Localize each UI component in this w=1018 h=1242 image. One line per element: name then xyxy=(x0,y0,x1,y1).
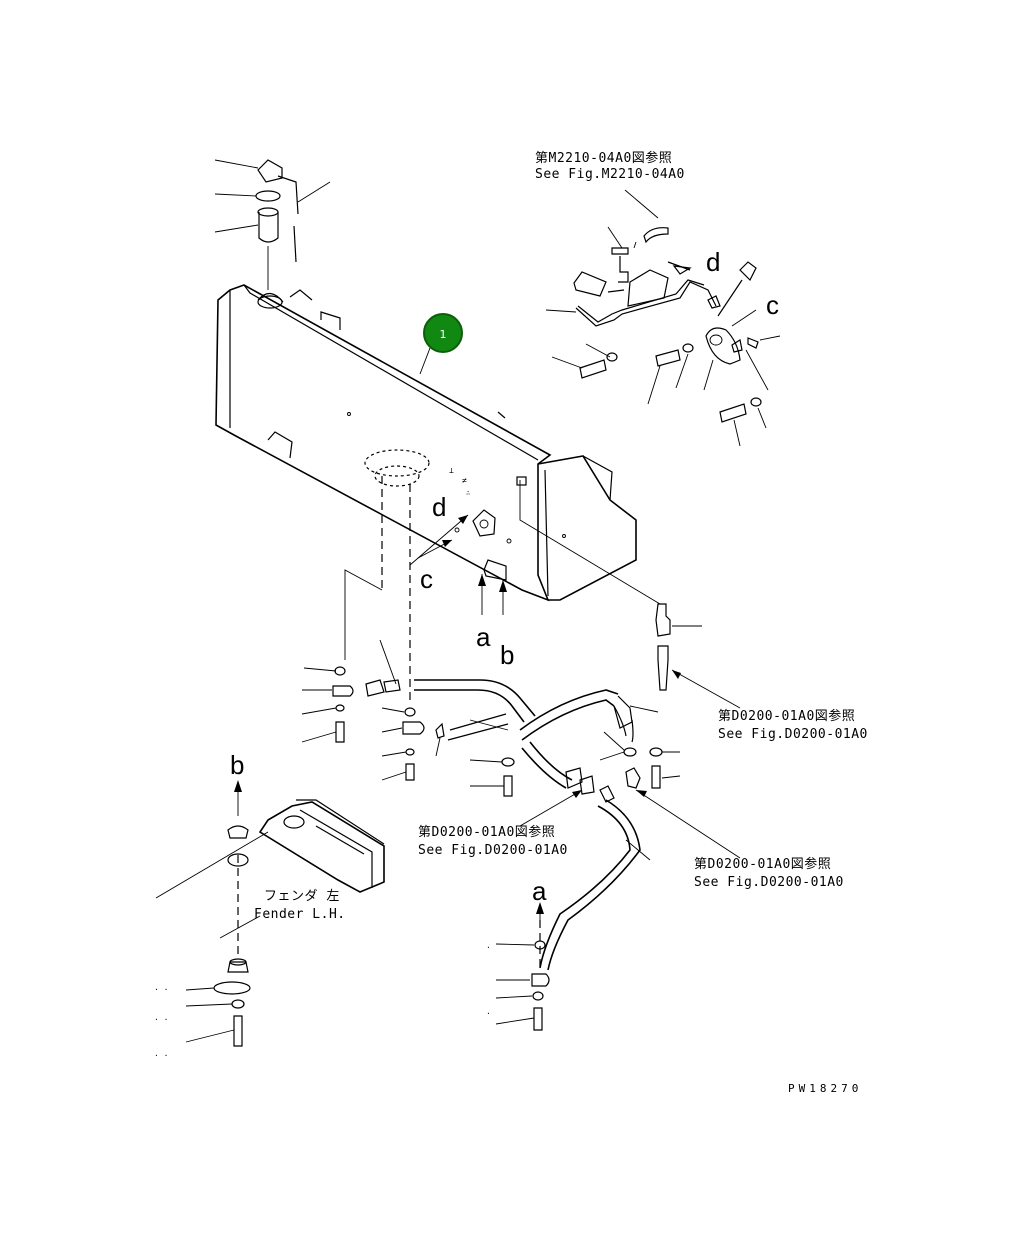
marker-a-tank: a xyxy=(476,622,491,652)
fender-label-ja: フェンダ 左 xyxy=(264,889,340,904)
callout-label: 1 xyxy=(440,328,447,341)
level-gauge-assembly: 第M2210-04A0図参照 See Fig.M2210-04A0 xyxy=(535,150,781,447)
marker-b-fender: b xyxy=(230,750,244,780)
ref-d0200-right-ja: 第D0200-01A0図参照 xyxy=(718,708,855,724)
marker-c-top: c xyxy=(766,290,779,320)
reference-labels: 第D0200-01A0図参照 See Fig.D0200-01A0 第D0200… xyxy=(418,708,868,890)
marker-c-tank: c xyxy=(420,564,433,594)
svg-text:. .: . . xyxy=(154,1013,168,1022)
fender-lh: フェンダ 左 Fender L.H. b . . . . . . xyxy=(154,750,385,1058)
marker-a-lower: a xyxy=(532,876,547,906)
fender-label-en: Fender L.H. xyxy=(254,907,346,922)
ref-d0200-right-en: See Fig.D0200-01A0 xyxy=(718,727,868,742)
direction-markers-cd: d c a b xyxy=(409,492,514,670)
drawing-number: PW18270 xyxy=(788,1082,862,1095)
fuel-hose-assembly xyxy=(301,603,741,971)
ref-d0200-center-en: See Fig.D0200-01A0 xyxy=(418,843,568,858)
svg-text:. .: . . xyxy=(154,983,168,992)
marker-b-tank: b xyxy=(500,640,514,670)
svg-text:⊥: ⊥ xyxy=(449,466,454,475)
svg-text:.: . xyxy=(486,941,491,950)
marker-d-tank: d xyxy=(432,492,446,522)
svg-text:.: . xyxy=(486,1007,491,1016)
ref-d0200-lower-en: See Fig.D0200-01A0 xyxy=(694,875,844,890)
svg-text:. .: . . xyxy=(154,1049,168,1058)
lower-connection-a: a . . xyxy=(486,876,550,1031)
ref-m2210-en: See Fig.M2210-04A0 xyxy=(535,167,685,182)
svg-text:≠: ≠ xyxy=(462,476,467,485)
svg-text:∴: ∴ xyxy=(466,489,470,497)
callout-bubble-icon[interactable]: 1 xyxy=(419,313,463,375)
marker-d-top: d xyxy=(706,247,720,277)
center-lines xyxy=(237,476,661,970)
ref-m2210-ja: 第M2210-04A0図参照 xyxy=(535,150,672,166)
ref-d0200-lower-ja: 第D0200-01A0図参照 xyxy=(694,856,831,872)
ref-d0200-center-ja: 第D0200-01A0図参照 xyxy=(418,824,555,840)
filler-cap-assembly xyxy=(214,159,331,309)
fuel-tank: ⊥ ≠ ∴ xyxy=(215,284,637,602)
